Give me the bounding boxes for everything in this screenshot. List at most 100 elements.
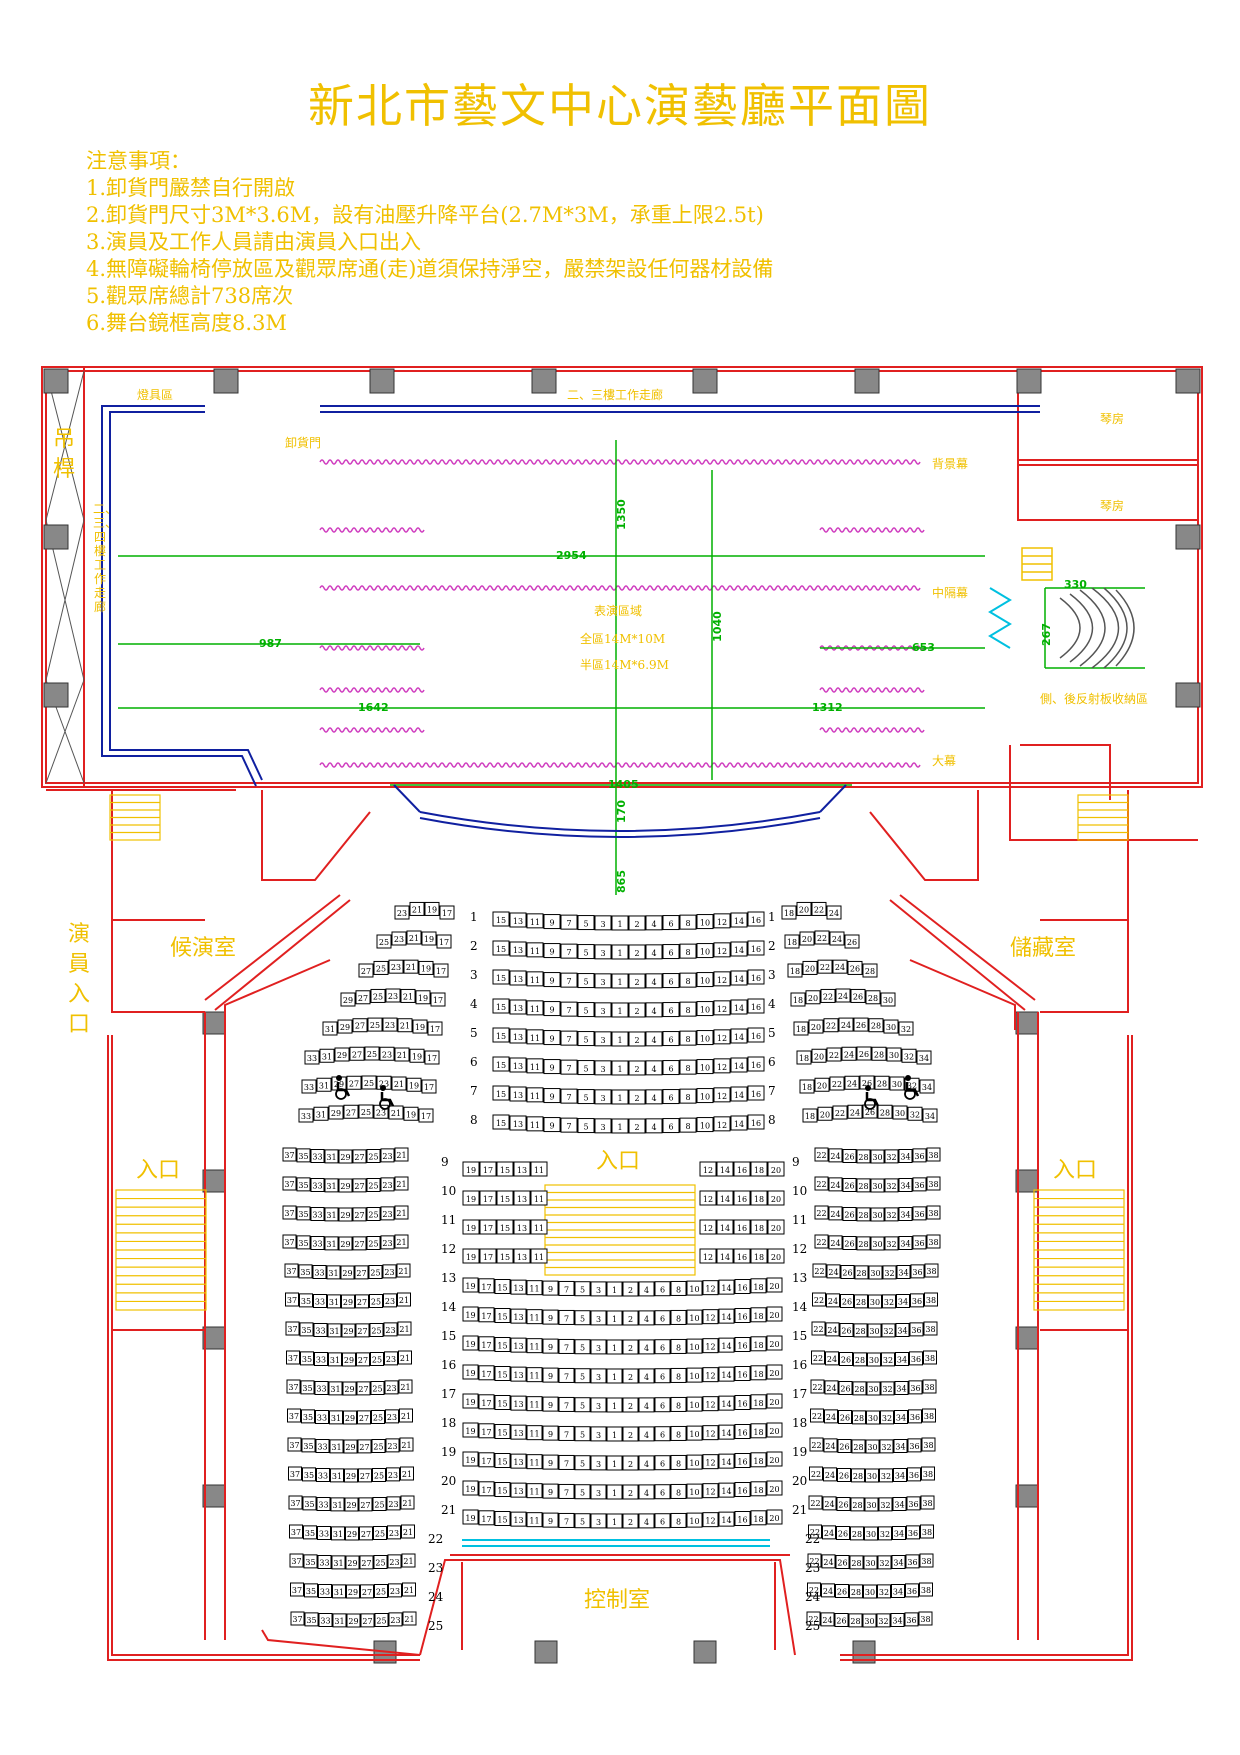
seat (301, 1438, 316, 1453)
seat (315, 1410, 329, 1424)
seat-number: 16 (737, 1284, 747, 1293)
seat-number: 38 (926, 1296, 936, 1305)
seat (399, 1437, 414, 1452)
half-area-label: 半區14M*6.9M (580, 658, 669, 672)
seat-number: 6 (660, 1344, 665, 1353)
seat-number: 27 (362, 1588, 372, 1597)
seat-number: 25 (371, 1327, 381, 1336)
seat (574, 1339, 591, 1355)
seat (854, 1294, 868, 1309)
seat (543, 972, 561, 988)
seat (611, 1089, 629, 1105)
seat (747, 1085, 765, 1101)
seat (718, 1511, 735, 1527)
row-label: 4 (768, 997, 776, 1011)
seat (926, 1176, 941, 1191)
seat-number: 23 (376, 1108, 386, 1117)
seat (558, 1309, 575, 1325)
seat (346, 1613, 361, 1628)
seat (478, 1394, 495, 1410)
seat (907, 1438, 922, 1453)
seat-number: 15 (496, 916, 506, 925)
seat (542, 1396, 559, 1412)
seat (606, 1397, 623, 1413)
seat-number: 25 (372, 1356, 382, 1365)
seat (713, 1000, 731, 1016)
seat-number: 36 (907, 1587, 917, 1596)
seat (916, 1050, 932, 1065)
seat (526, 1425, 543, 1441)
seat (910, 1293, 924, 1308)
seat-number: 38 (921, 1557, 931, 1566)
seat-number: 19 (465, 1282, 475, 1291)
seat-number: 3 (600, 920, 605, 929)
seat (884, 1207, 899, 1222)
seat-number: 34 (897, 1356, 907, 1365)
seat-number: 8 (685, 919, 690, 928)
seat (302, 1496, 317, 1511)
seat-number: 1 (612, 1402, 617, 1411)
seat-number: 32 (880, 1501, 890, 1510)
seat (287, 1408, 301, 1423)
seat (662, 944, 680, 960)
seat-number: 5 (583, 1036, 588, 1045)
note-item: 5.觀眾席總計738席次 (86, 284, 294, 308)
row-label: 7 (768, 1084, 776, 1098)
row-label: 24 (428, 1590, 444, 1604)
seat-number: 13 (513, 1091, 523, 1100)
seat (854, 1265, 869, 1280)
seat (542, 1454, 559, 1470)
seat (654, 1455, 671, 1471)
seat (590, 1455, 607, 1471)
seat (590, 1397, 607, 1413)
seat-number: 11 (534, 1166, 544, 1175)
seat-number: 25 (367, 1050, 377, 1059)
seat (594, 1002, 612, 1018)
seat-number: 2 (634, 949, 639, 958)
seat (766, 1422, 783, 1438)
seat (543, 1117, 561, 1133)
seat (702, 1396, 719, 1412)
seat-number: 24 (844, 1050, 854, 1059)
seat (543, 1001, 561, 1017)
seat (871, 1046, 887, 1061)
seat (662, 973, 680, 989)
seat-number: 33 (307, 1054, 317, 1063)
seat (380, 1148, 395, 1163)
seat (462, 1277, 479, 1293)
seat-number: 16 (751, 1032, 761, 1041)
backstage-walls (41, 366, 1203, 841)
seat (526, 1367, 543, 1383)
seat (920, 1495, 935, 1510)
seat-number: 5 (583, 978, 588, 987)
seat (842, 1149, 857, 1163)
seat-number: 34 (919, 1054, 929, 1063)
seat (809, 1466, 823, 1481)
seat-number: 13 (513, 946, 523, 955)
columns (43, 368, 1201, 1664)
seat (324, 1178, 339, 1193)
seat-number: 13 (513, 1062, 523, 1071)
seat (622, 1368, 639, 1384)
seat-number: 16 (751, 1090, 761, 1099)
seat-number: 11 (529, 1488, 539, 1497)
seat (730, 1057, 748, 1073)
seat-number: 19 (465, 1398, 475, 1407)
seat-number: 11 (534, 1195, 544, 1204)
seat-number: 22 (814, 1296, 824, 1305)
row-label: 12 (441, 1242, 457, 1256)
dimension-label: 1350 (614, 499, 628, 530)
seat-number: 7 (566, 1122, 571, 1131)
seat-number: 6 (660, 1431, 665, 1440)
seat-number: 24 (823, 1558, 833, 1567)
seat-number: 9 (549, 977, 554, 986)
seat (299, 1293, 313, 1308)
seat-number: 33 (312, 1211, 322, 1220)
seat (814, 1176, 829, 1191)
seat-number: 22 (810, 1499, 820, 1508)
seat (923, 1350, 937, 1365)
dimension-label: 1040 (710, 611, 724, 642)
seat-number: 10 (700, 948, 710, 957)
row-label: 23 (428, 1561, 444, 1575)
